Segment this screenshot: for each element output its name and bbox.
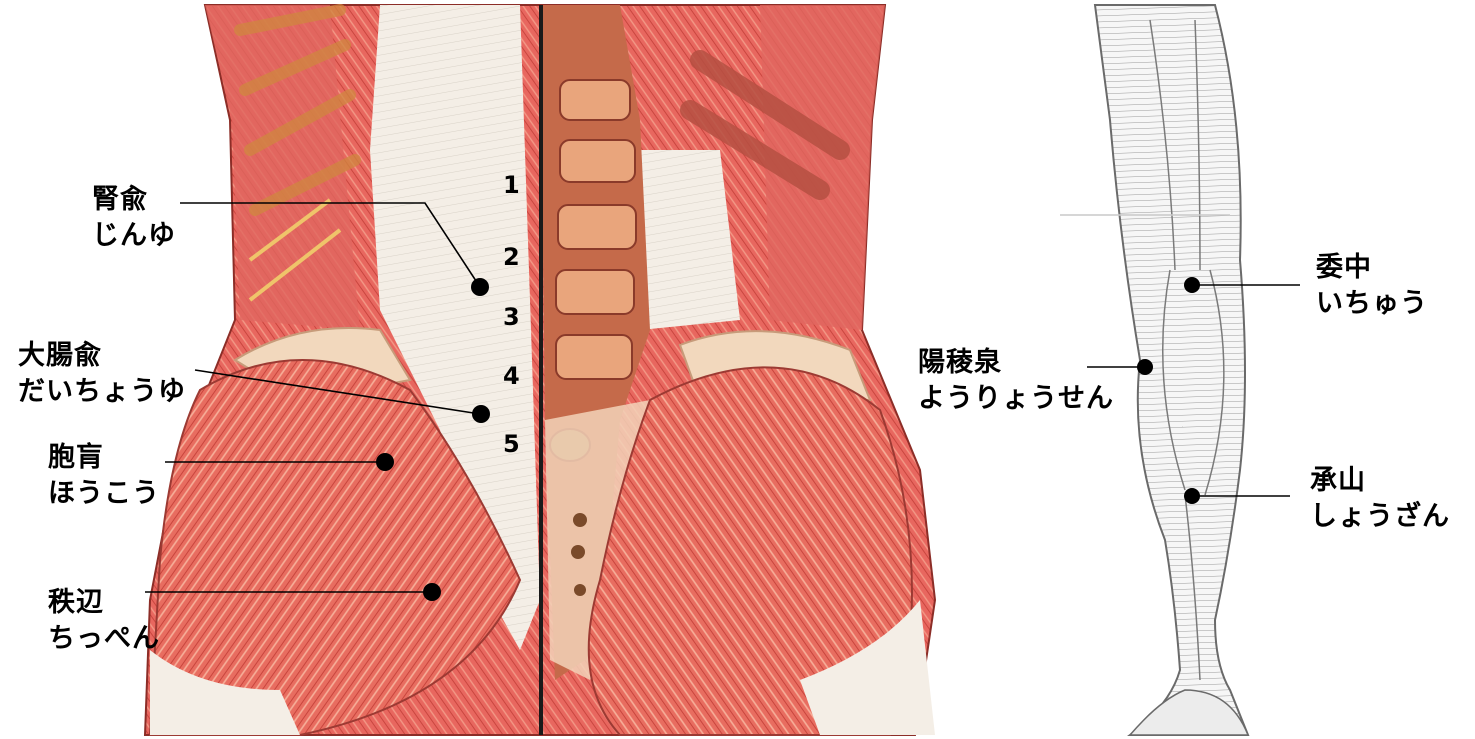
label-dachangshu-kana: だいちょうゆ bbox=[18, 374, 186, 410]
label-baohuang-kanji: 胞肓 bbox=[48, 440, 160, 476]
marker-dachangshu bbox=[472, 405, 490, 423]
label-yanglingquan-kanji: 陽稜泉 bbox=[918, 345, 1114, 381]
label-baohuang-kana: ほうこう bbox=[48, 476, 160, 512]
marker-yanglingquan bbox=[1137, 359, 1153, 375]
label-shenshu: 腎兪 じんゆ bbox=[92, 182, 176, 254]
label-yanglingquan: 陽稜泉 ようりょうせん bbox=[918, 345, 1114, 417]
leg-outline bbox=[1095, 5, 1248, 735]
label-chengshan-kana: しょうざん bbox=[1310, 499, 1450, 535]
marker-chengshan bbox=[1184, 488, 1200, 504]
vertebra-number-4: 4 bbox=[503, 364, 520, 388]
label-baohuang: 胞肓 ほうこう bbox=[48, 440, 160, 512]
vertebra-number-5: 5 bbox=[503, 432, 520, 456]
label-dachangshu-kanji: 大腸兪 bbox=[18, 338, 186, 374]
marker-baohuang bbox=[376, 453, 394, 471]
label-shenshu-kanji: 腎兪 bbox=[92, 182, 176, 218]
label-weizhong: 委中 いちゅう bbox=[1316, 250, 1428, 322]
label-zhibian-kanji: 秩辺 bbox=[48, 585, 160, 621]
vertebra-number-3: 3 bbox=[503, 305, 520, 329]
label-dachangshu: 大腸兪 だいちょうゆ bbox=[18, 338, 186, 410]
marker-shenshu bbox=[471, 278, 489, 296]
label-zhibian-kana: ちっぺん bbox=[48, 621, 160, 657]
label-chengshan: 承山 しょうざん bbox=[1310, 463, 1450, 535]
label-shenshu-kana: じんゆ bbox=[92, 218, 176, 254]
label-zhibian: 秩辺 ちっぺん bbox=[48, 585, 160, 657]
label-weizhong-kanji: 委中 bbox=[1316, 250, 1428, 286]
marker-zhibian bbox=[423, 583, 441, 601]
vertebra-number-2: 2 bbox=[503, 245, 520, 269]
back-anatomy bbox=[145, 5, 935, 735]
label-yanglingquan-kana: ようりょうせん bbox=[918, 381, 1114, 417]
vertebra-number-1: 1 bbox=[503, 173, 520, 197]
marker-weizhong bbox=[1184, 277, 1200, 293]
label-weizhong-kana: いちゅう bbox=[1316, 286, 1428, 322]
label-chengshan-kanji: 承山 bbox=[1310, 463, 1450, 499]
